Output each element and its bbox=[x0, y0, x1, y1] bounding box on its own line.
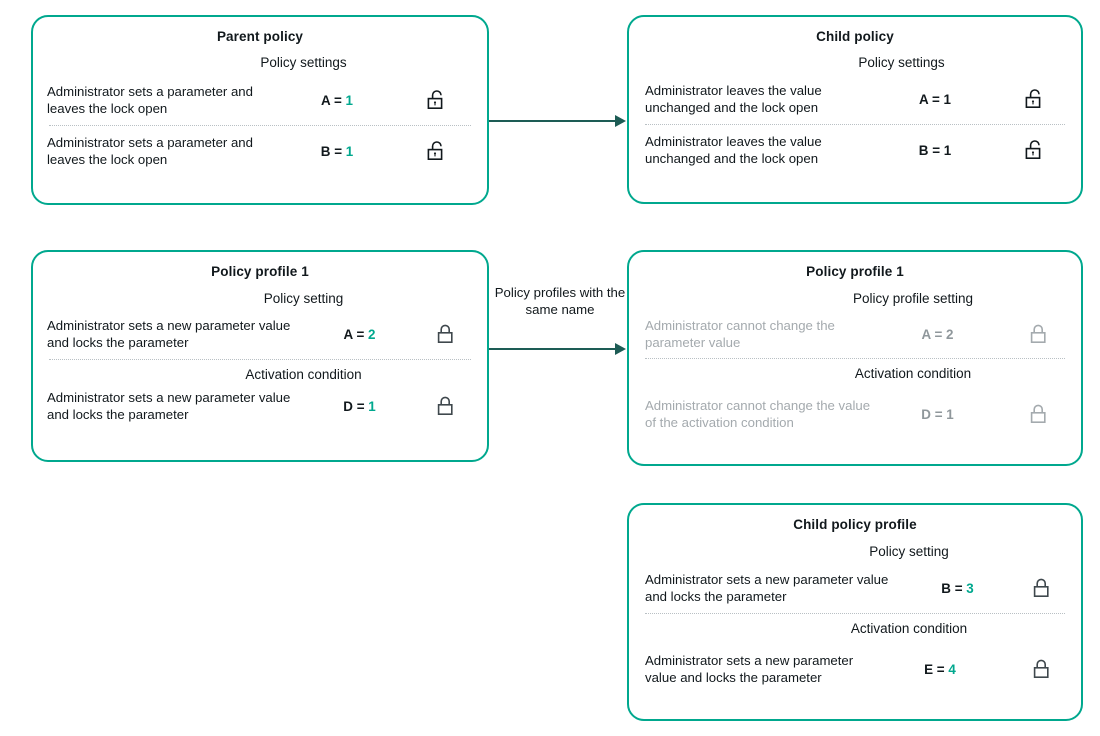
row-value: B = 3 bbox=[910, 581, 1005, 596]
row-value: B = 1 bbox=[277, 144, 397, 159]
arrow-middle-label: Policy profiles with the same name bbox=[494, 285, 626, 317]
parameter-row: Administrator cannot change the value of… bbox=[629, 381, 1081, 447]
group-header-policy-settings: Policy settings bbox=[858, 55, 945, 70]
row-param: A = bbox=[921, 326, 943, 342]
group-header-activation-condition: Activation condition bbox=[245, 367, 362, 382]
parameter-row: Administrator leaves the value unchanged… bbox=[629, 74, 1081, 124]
group-header-policy-setting: Policy setting bbox=[869, 544, 949, 559]
parameter-row: Administrator sets a new parameter value… bbox=[33, 382, 487, 430]
row-param: E = bbox=[924, 661, 945, 677]
parameter-row: Administrator cannot change the paramete… bbox=[629, 310, 1081, 358]
row-number: 2 bbox=[946, 326, 954, 342]
card-child-policy: Child policy Policy settings Administrat… bbox=[627, 15, 1083, 204]
row-divider bbox=[645, 613, 1065, 614]
row-param: B = bbox=[918, 142, 941, 158]
card-title: Policy profile 1 bbox=[806, 264, 904, 279]
lock-open-icon bbox=[995, 139, 1075, 161]
row-param: B = bbox=[941, 580, 963, 596]
row-description: Administrator sets a new parameter value… bbox=[645, 572, 889, 604]
row-description: Administrator leaves the value unchanged… bbox=[645, 83, 822, 115]
row-value: D = 1 bbox=[312, 399, 407, 414]
row-description: Administrator cannot change the paramete… bbox=[645, 318, 835, 350]
parameter-row: Administrator leaves the value unchanged… bbox=[629, 125, 1081, 175]
parameter-row: Administrator sets a new parameter value… bbox=[33, 309, 487, 359]
row-divider bbox=[645, 358, 1065, 359]
card-policy-profile-1-source: Policy profile 1 Policy setting Administ… bbox=[31, 250, 489, 462]
parameter-row: Administrator sets a new parameter value… bbox=[629, 563, 1081, 613]
card-policy-profile-1-target: Policy profile 1 Policy profile setting … bbox=[627, 250, 1083, 466]
row-param: A = bbox=[321, 92, 342, 108]
arrow-parent-to-child-head bbox=[615, 115, 626, 127]
lock-closed-icon bbox=[407, 323, 487, 345]
row-number: 3 bbox=[966, 580, 974, 596]
lock-closed-icon bbox=[1000, 323, 1080, 345]
parameter-row: Administrator sets a new parameter value… bbox=[629, 636, 1081, 702]
row-value: D = 1 bbox=[875, 407, 1000, 422]
row-description: Administrator sets a parameter and leave… bbox=[47, 84, 253, 116]
card-title: Child policy profile bbox=[793, 517, 917, 532]
row-param: B = bbox=[320, 143, 343, 159]
row-number: 4 bbox=[948, 661, 956, 677]
group-header-activation-condition: Activation condition bbox=[850, 621, 968, 636]
group-header-policy-settings: Policy settings bbox=[260, 55, 347, 70]
card-child-policy-profile: Child policy profile Policy setting Admi… bbox=[627, 503, 1083, 721]
parameter-row: Administrator sets a parameter and leave… bbox=[33, 126, 487, 176]
card-title: Child policy bbox=[816, 29, 894, 44]
row-description: Administrator sets a parameter and leave… bbox=[47, 135, 253, 167]
card-parent-policy: Parent policy Policy settings Administra… bbox=[31, 15, 489, 205]
group-header-policy-profile-setting: Policy profile setting bbox=[852, 291, 974, 306]
row-param: A = bbox=[919, 91, 940, 107]
row-value: A = 1 bbox=[875, 92, 995, 107]
row-description: Administrator cannot change the value of… bbox=[645, 398, 871, 430]
arrow-profile-to-profile-head bbox=[615, 343, 626, 355]
row-value: B = 1 bbox=[875, 143, 995, 158]
row-param: A = bbox=[343, 326, 365, 342]
row-param: D = bbox=[921, 406, 943, 422]
row-description: Administrator sets a new parameter value… bbox=[47, 318, 291, 350]
row-value: E = 4 bbox=[875, 662, 1005, 677]
row-number: 2 bbox=[368, 326, 376, 342]
row-divider bbox=[49, 359, 471, 360]
lock-closed-icon bbox=[1005, 658, 1081, 680]
lock-open-icon bbox=[995, 88, 1075, 110]
group-header-policy-setting: Policy setting bbox=[263, 291, 344, 306]
lock-closed-icon bbox=[1000, 403, 1080, 425]
row-description: Administrator leaves the value unchanged… bbox=[645, 134, 822, 166]
row-number: 1 bbox=[943, 91, 951, 107]
row-value: A = 1 bbox=[277, 93, 397, 108]
lock-closed-icon bbox=[1005, 577, 1081, 599]
lock-open-icon bbox=[397, 89, 477, 111]
row-value: A = 2 bbox=[312, 327, 407, 342]
row-description: Administrator sets a new parameter value… bbox=[47, 390, 291, 422]
row-number: 1 bbox=[946, 406, 954, 422]
arrow-profile-to-profile-line bbox=[489, 348, 616, 350]
lock-closed-icon bbox=[407, 395, 487, 417]
row-value: A = 2 bbox=[875, 327, 1000, 342]
row-number: 1 bbox=[345, 92, 353, 108]
lock-open-icon bbox=[397, 140, 477, 162]
row-number: 1 bbox=[368, 398, 376, 414]
row-description: Administrator sets a new parameter value… bbox=[645, 653, 854, 685]
row-number: 1 bbox=[345, 143, 354, 159]
arrow-parent-to-child-line bbox=[489, 120, 616, 122]
row-number: 1 bbox=[943, 142, 952, 158]
parameter-row: Administrator sets a parameter and leave… bbox=[33, 75, 487, 125]
row-param: D = bbox=[343, 398, 365, 414]
card-title: Parent policy bbox=[216, 29, 304, 44]
row-divider bbox=[645, 124, 1065, 125]
row-divider bbox=[49, 125, 471, 126]
group-header-activation-condition: Activation condition bbox=[854, 366, 972, 381]
card-title: Policy profile 1 bbox=[211, 264, 309, 279]
